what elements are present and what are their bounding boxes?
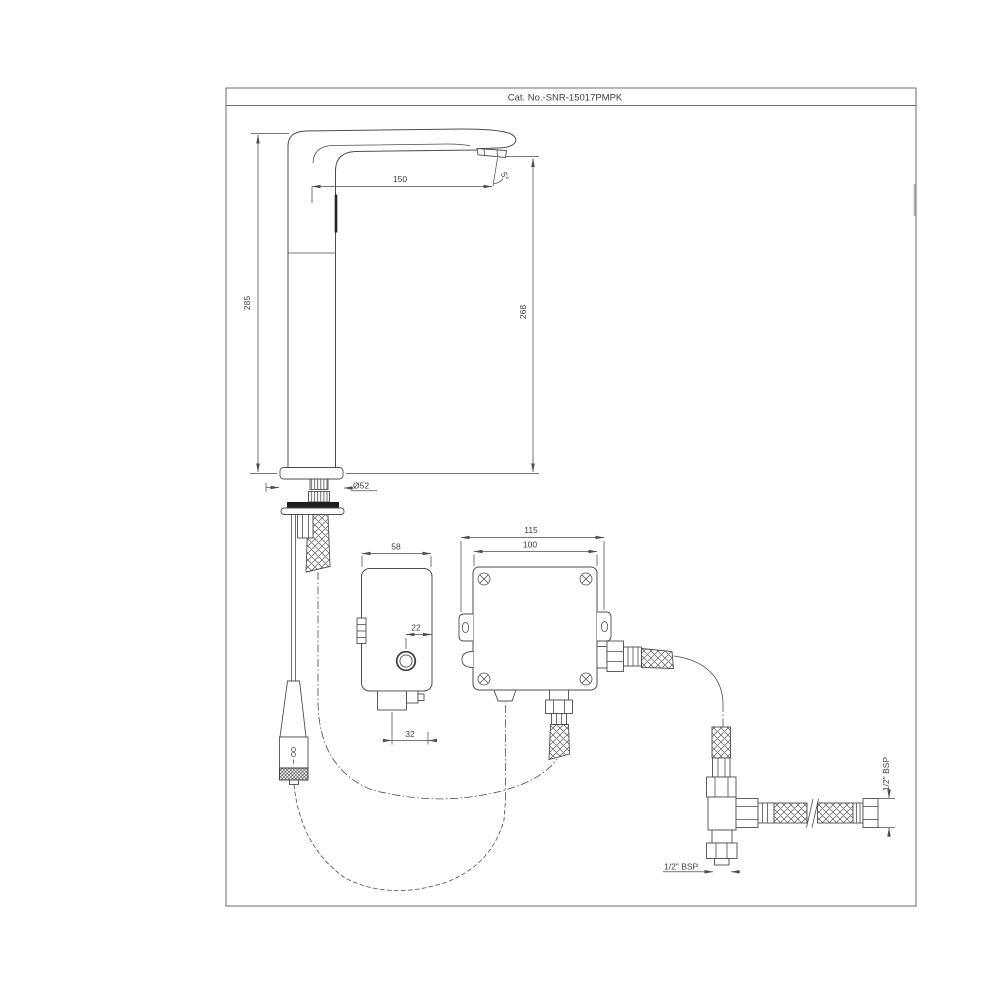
screw-icon — [477, 572, 491, 586]
mounting-ear-left — [458, 613, 473, 642]
dimension-268: 268 — [346, 156, 539, 474]
washer — [280, 507, 345, 515]
rubber-gasket — [287, 502, 339, 508]
dimension-22: 22 — [405, 623, 432, 649]
scrollbar-mark — [913, 184, 917, 216]
dimension-285: 285 — [242, 133, 289, 474]
drawing-frame: Cat. No.-SNR-15017PMPK — [225, 87, 917, 907]
tee-side-nut — [735, 798, 759, 828]
fixing-nut — [297, 514, 314, 539]
screw-icon — [579, 572, 593, 586]
shank-thread-lower — [308, 491, 330, 503]
dimension-dia52: Ø52 — [265, 480, 377, 492]
tee-top-hose — [711, 726, 731, 759]
outlet-hose-route — [673, 655, 724, 705]
plug-pin-icon — [291, 747, 296, 764]
svg-text:58: 58 — [391, 542, 401, 552]
dimension-115: 115 — [460, 525, 605, 612]
svg-text:100: 100 — [523, 540, 537, 550]
plug-knurl-ring — [279, 767, 309, 781]
drawing-title: Cat. No.-SNR-15017PMPK — [508, 93, 623, 104]
svg-text:32: 32 — [405, 729, 415, 739]
reset-button — [399, 654, 413, 668]
tee-body — [707, 796, 737, 831]
svg-text:268: 268 — [518, 305, 528, 319]
side-hose-left — [773, 802, 808, 824]
screw-icon — [477, 672, 491, 686]
side-clip — [356, 617, 367, 644]
base-flange — [279, 467, 344, 480]
control-unit — [356, 568, 433, 711]
svg-text:1/2" BSP: 1/2" BSP — [664, 862, 699, 872]
dimension-58: 58 — [361, 542, 432, 567]
control-unit-outlet — [377, 690, 425, 711]
faucet-drawing — [279, 128, 517, 480]
label-bsp-side: 1/2" BSP — [878, 757, 895, 837]
faucet-supply-hose-route — [317, 572, 558, 800]
box-outlet-fitting — [596, 640, 674, 672]
sensor-cable-plug — [279, 680, 309, 785]
tee-connector — [706, 726, 879, 866]
side-hose-right — [817, 802, 854, 824]
dimension-5deg: 5° — [492, 157, 511, 187]
side-bump — [461, 651, 474, 668]
tee-top-nut — [706, 776, 737, 798]
svg-text:22: 22 — [411, 623, 421, 633]
dimension-150: 150 — [311, 174, 493, 203]
svg-text:1/2" BSP: 1/2" BSP — [881, 757, 891, 792]
mounting-shank — [280, 478, 345, 681]
svg-text:115: 115 — [524, 525, 538, 535]
aerator — [476, 148, 508, 158]
cable-gland — [493, 689, 517, 702]
mounting-ear-right — [597, 611, 612, 642]
svg-text:5°: 5° — [499, 171, 511, 182]
svg-text:285: 285 — [242, 296, 252, 310]
tee-bottom-pipe — [711, 829, 733, 844]
dimension-32: 32 — [382, 712, 438, 745]
screw-icon — [579, 672, 593, 686]
tee-bottom-nut — [706, 842, 738, 859]
svg-text:150: 150 — [393, 174, 407, 184]
sensor-cable-route — [293, 784, 506, 891]
solenoid-box — [458, 566, 674, 761]
hose-end-nut — [862, 798, 879, 828]
box-inlet-fitting — [545, 689, 573, 761]
label-bsp-bottom: 1/2" BSP — [663, 862, 740, 874]
tee-bottom-stub — [714, 858, 730, 866]
cable-routing — [293, 572, 724, 891]
dimension-100: 100 — [473, 540, 598, 566]
shank-thread-upper — [309, 478, 329, 490]
svg-text:Ø52: Ø52 — [353, 480, 369, 490]
